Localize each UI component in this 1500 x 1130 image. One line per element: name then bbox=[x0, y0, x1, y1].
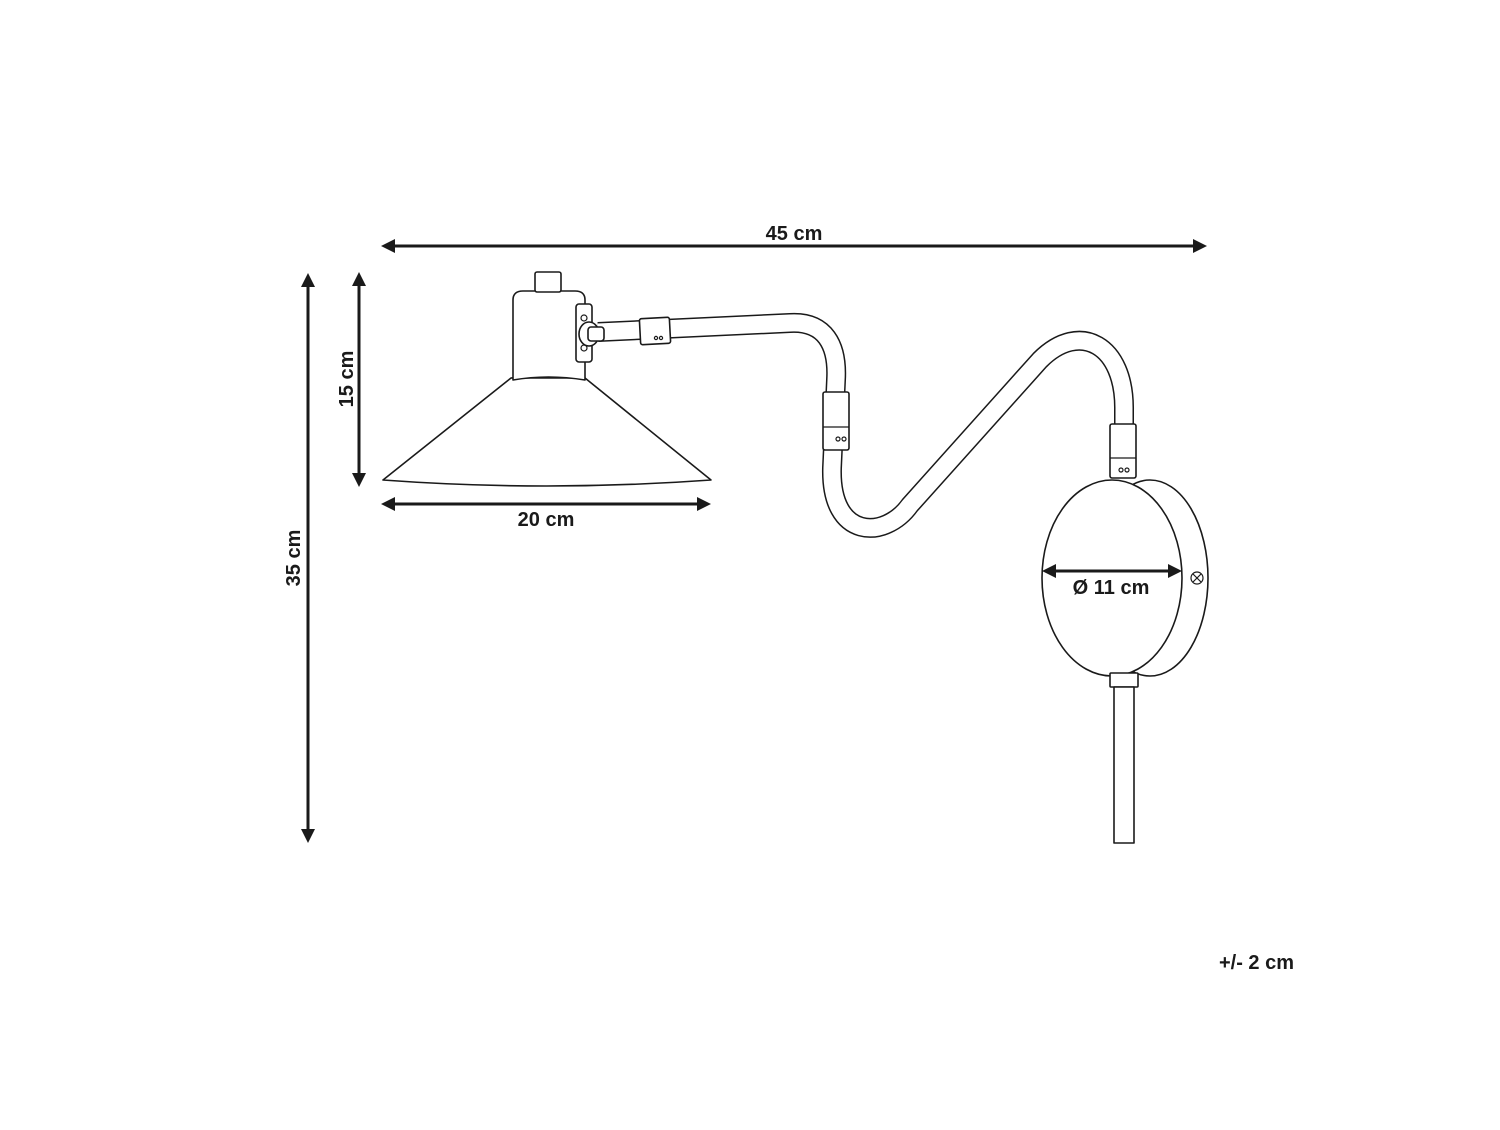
shade-width-dimension-arrow bbox=[381, 497, 711, 511]
arm-joint-collar-bottom bbox=[1109, 423, 1137, 479]
height-label: 35 cm bbox=[283, 530, 305, 587]
width-dimension-arrow bbox=[381, 239, 1207, 253]
arm-joint-collar-middle bbox=[822, 391, 850, 451]
height-dimension-arrow bbox=[301, 273, 315, 843]
base-diameter-dimension-arrow bbox=[1042, 564, 1182, 578]
width-label: 45 cm bbox=[766, 223, 823, 245]
shade-height-dimension-arrow bbox=[352, 272, 366, 487]
lamp-shade bbox=[382, 271, 712, 487]
lamp-arm bbox=[597, 312, 1135, 538]
tolerance-note: +/- 2 cm bbox=[1219, 952, 1294, 974]
arm-joint-collar-top bbox=[638, 316, 672, 346]
base-diameter-label: Ø 11 cm bbox=[1073, 577, 1150, 599]
shade-height-label: 15 cm bbox=[336, 351, 358, 408]
wall-base bbox=[1041, 479, 1209, 677]
shade-width-label: 20 cm bbox=[518, 509, 575, 531]
power-cable bbox=[1109, 672, 1139, 844]
